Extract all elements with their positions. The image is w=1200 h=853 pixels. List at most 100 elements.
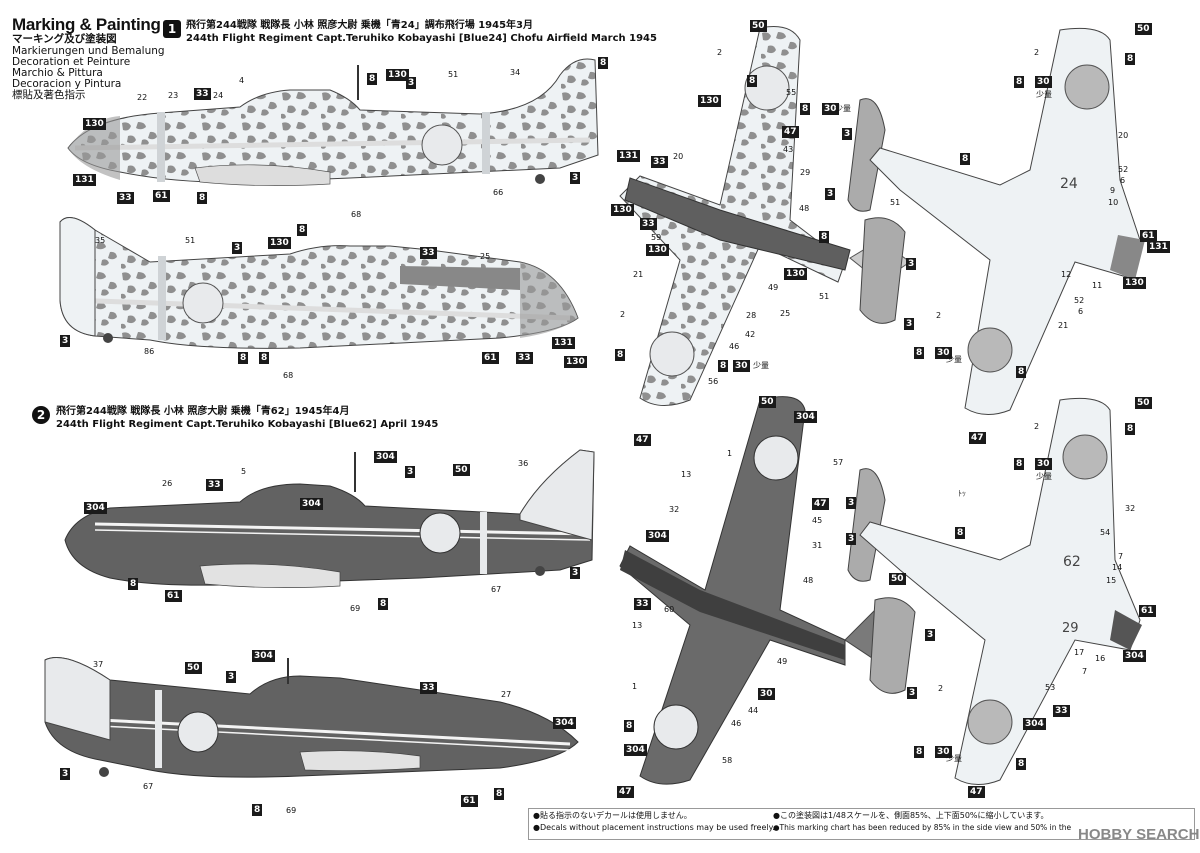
callout-callouts_right_top-34: 47: [634, 434, 651, 446]
callout-callouts_right_top-29: 8: [615, 349, 626, 361]
callout-callouts_left-s2_bottom-6: 304: [553, 717, 576, 729]
aircraft-number-62: 62: [1063, 554, 1081, 570]
callout-callouts_left-s1_bottom-12: 61: [482, 352, 499, 364]
callout-callouts_right_bottom-10: 304: [646, 530, 669, 542]
callout-callouts_right_top_under-19: 12: [1061, 270, 1072, 279]
callout-callouts_left-s1_top-10: 23: [168, 91, 179, 100]
callout-callouts_right_top_under-2: 8: [1125, 53, 1136, 65]
callout-callouts_left-s1_top-17: 66: [493, 188, 504, 197]
callout-callouts_right_bottom_under-9: 54: [1100, 528, 1111, 537]
callout-callouts_right_top_under-8: 8: [960, 153, 971, 165]
callout-callouts_right_bottom_under-10: 7: [1118, 552, 1124, 561]
callout-callouts_left-s1_bottom-3: 3: [60, 335, 71, 347]
callout-callouts_left-s1_bottom-11: 68: [283, 371, 294, 380]
callout-callouts_right_top_under-25: 2: [936, 311, 942, 320]
callout-callouts_right_bottom-22: 47: [617, 786, 634, 798]
callout-callouts_left-s1_top-0: 8: [367, 73, 378, 85]
callout-callouts_right_top_under-29: 8: [1016, 366, 1027, 378]
callout-callouts_left-s1_bottom-5: 8: [238, 352, 249, 364]
callout-callouts_right_top-5: 8: [800, 103, 811, 115]
callout-callouts_left-s2_top-6: 26: [162, 479, 173, 488]
callout-callouts_right_top-12: 131: [617, 150, 640, 162]
callout-callouts_left-s2_top-4: 50: [453, 464, 470, 476]
callout-callouts_right_bottom-3: 57: [833, 458, 844, 467]
callout-callouts_right_bottom-8: 32: [669, 505, 680, 514]
section-1-number: 1: [163, 20, 181, 38]
callout-callouts_right_bottom-4: 13: [681, 470, 692, 479]
aircraft-number-29: 29: [1062, 621, 1079, 636]
callout-callouts_right_top_under-15: 61: [1140, 230, 1157, 242]
callout-callouts_left-s2_bottom-11: 61: [461, 795, 478, 807]
section-1-caption-en: 244th Flight Regiment Capt.Teruhiko Koba…: [186, 33, 657, 44]
callout-callouts_right_bottom_under-28: 47: [968, 786, 985, 798]
callout-callouts_right_bottom_under-0: 50: [1135, 397, 1152, 409]
callout-callouts_right_top_under-22: 6: [1078, 307, 1084, 316]
callout-callouts_left-s1_top-8: 3: [570, 172, 581, 184]
callout-callouts_right_top-25: 28: [746, 311, 757, 320]
callout-callouts_right_top-4: 55: [786, 88, 797, 97]
callout-callouts_right_bottom_under-20: 53: [1045, 683, 1056, 692]
callout-callouts_right_bottom-5: 47: [812, 498, 829, 510]
s2-tail-plane: [847, 468, 916, 694]
callout-callouts_left-s1_bottom-9: 86: [144, 347, 155, 356]
callout-callouts_right_bottom_under-24: 8: [914, 746, 925, 758]
page-title: Marking & Painting: [12, 15, 161, 34]
callout-callouts_right_top_under-23: 21: [1058, 321, 1069, 330]
callout-callouts_right_top-7: 少量: [835, 104, 851, 113]
callout-callouts_right_bottom_under-13: 3: [846, 533, 857, 545]
callout-callouts_left-s1_top-2: 130: [83, 118, 106, 130]
callout-callouts_right_bottom-19: 8: [624, 720, 635, 732]
callout-callouts_right_top-0: 50: [750, 20, 767, 32]
callout-callouts_left-s2_bottom-4: 33: [420, 682, 437, 694]
footnote-left-jp: ●貼る指示のないデカールは使用しません。: [533, 811, 692, 820]
callout-callouts_left-s1_bottom-15: 130: [564, 356, 587, 368]
s1-tail-plane: [847, 98, 906, 324]
callout-callouts_left-s1_top-1: 130: [386, 69, 409, 81]
callout-callouts_left-s2_top-10: 61: [165, 590, 182, 602]
callout-callouts_left-s1_top-5: 33: [117, 192, 134, 204]
callout-callouts_right_top_under-20: 11: [1092, 281, 1103, 290]
callout-callouts_right_bottom-1: 304: [794, 411, 817, 423]
title-french: Decoration et Peinture: [12, 56, 131, 68]
callout-callouts_right_top-1: 2: [717, 48, 723, 57]
callout-callouts_left-s1_bottom-13: 33: [516, 352, 533, 364]
callout-callouts_right_top-14: 130: [611, 204, 634, 216]
callout-callouts_left-s1_top-16: 8: [598, 57, 609, 69]
callout-callouts_left-s1_top-13: 3: [406, 77, 417, 89]
footnote-right-en: ●This marking chart has been reduced by …: [773, 823, 1073, 832]
title-german: Markierungen und Bemalung: [12, 45, 165, 57]
callout-callouts_right_top-2: 8: [747, 75, 758, 87]
callout-callouts_left-s1_top-14: 51: [448, 70, 459, 79]
callout-callouts_right_bottom_under-22: 2: [938, 684, 944, 693]
callout-callouts_right_bottom_under-25: 30: [935, 746, 952, 758]
callout-callouts_right_top-33: 56: [708, 377, 719, 386]
callout-callouts_right_top_under-24: 3: [904, 318, 915, 330]
section-1-caption-jp: 飛行第244戦隊 戦隊長 小林 照彦大尉 乗機「青24」調布飛行場 1945年3…: [186, 20, 533, 31]
callout-callouts_left-s1_top-7: 8: [197, 192, 208, 204]
callout-callouts_right_top_under-16: 131: [1147, 241, 1170, 253]
callout-callouts_right_bottom-6: 45: [812, 516, 823, 525]
callout-callouts_left-s1_bottom-14: 131: [552, 337, 575, 349]
callout-callouts_left-s2_top-3: 3: [405, 466, 416, 478]
callout-callouts_right_bottom_under-21: 33: [1053, 705, 1070, 717]
callout-callouts_right_bottom_under-17: 17: [1074, 648, 1085, 657]
callout-callouts_right_top_under-21: 52: [1074, 296, 1085, 305]
callout-callouts_left-s1_top-11: 24: [213, 91, 224, 100]
callout-callouts_left-s2_bottom-10: 69: [286, 806, 297, 815]
callout-callouts_left-s2_top-9: 8: [128, 578, 139, 590]
callout-callouts_right_top-3: 130: [698, 95, 721, 107]
callout-callouts_left-s1_bottom-10: 8: [259, 352, 270, 364]
callout-callouts_left-s1_top-3: 33: [194, 88, 211, 100]
callout-callouts_right_top-18: 130: [646, 244, 669, 256]
callout-callouts_left-s2_top-13: 67: [491, 585, 502, 594]
callout-callouts_right_bottom_under-29: 3: [925, 629, 936, 641]
callout-callouts_right_top-16: 33: [640, 218, 657, 230]
callout-callouts_right_top_under-5: 少量: [1036, 90, 1052, 99]
s2-side-view-left: [64, 449, 595, 588]
s2-side-view-right: [44, 657, 579, 778]
callout-callouts_right_top-20: 130: [784, 268, 807, 280]
s1-side-view-left: [67, 58, 599, 186]
callout-callouts_right_bottom-7: 31: [812, 541, 823, 550]
callout-callouts_left-s1_bottom-2: 51: [185, 236, 196, 245]
section-2-caption-en: 244th Flight Regiment Capt.Teruhiko Koba…: [56, 419, 439, 430]
